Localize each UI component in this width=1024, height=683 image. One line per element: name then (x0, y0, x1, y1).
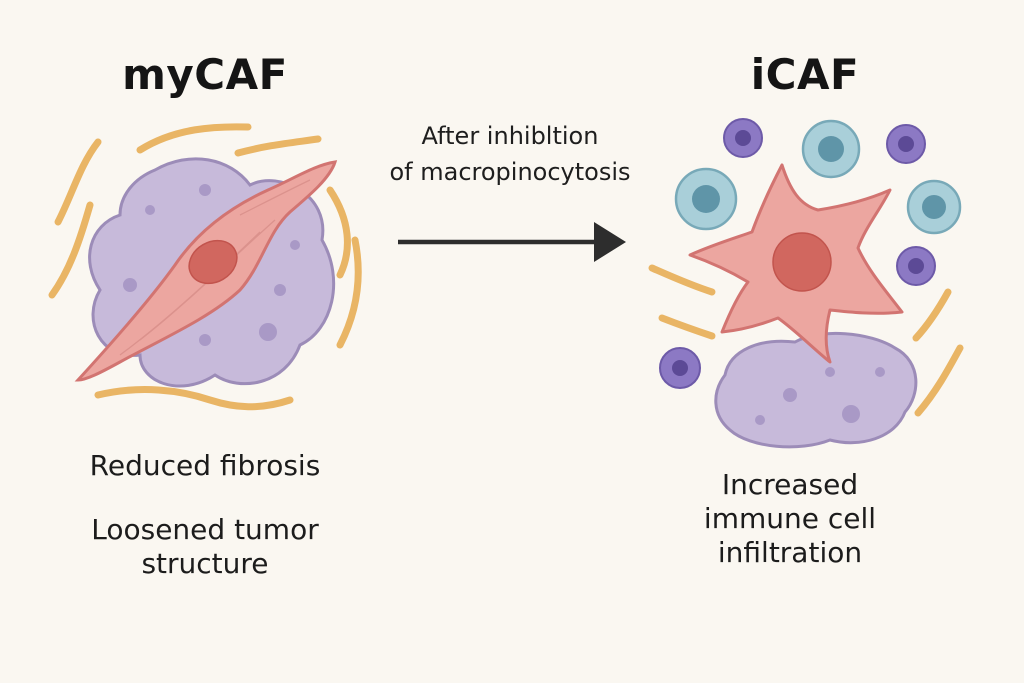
collagen-fiber (912, 288, 952, 342)
vesicle (755, 415, 765, 425)
arrow-label-line2: of macropinocytosis (389, 158, 631, 186)
mycaf-illustration (48, 123, 362, 411)
vesicle (875, 367, 885, 377)
vesicle (123, 278, 137, 292)
effect-loosened-structure: Loosened tumor structure (40, 513, 370, 581)
collagen-fibers-right (648, 264, 964, 417)
immune-cell-purple (896, 246, 936, 286)
vesicle (842, 405, 860, 423)
icaf-nucleus (772, 232, 832, 292)
effect-line: immune cell (703, 502, 877, 535)
collagen-fiber (136, 123, 252, 154)
collagen-fibers-left (48, 123, 362, 411)
vesicle (199, 334, 211, 346)
mycaf-title: myCAF (122, 50, 288, 99)
effect-line: structure (141, 547, 269, 580)
immune-cell-purple (659, 347, 701, 389)
immune-cell-purple (886, 124, 926, 164)
immune-cell-purple (723, 118, 763, 158)
effect-line: Increased (721, 468, 859, 501)
effect-line: infiltration (717, 536, 863, 569)
effect-reduced-fibrosis: Reduced fibrosis (40, 449, 370, 483)
immune-cells (659, 118, 962, 389)
immune-cell-teal (801, 119, 861, 179)
collagen-fiber (336, 236, 362, 349)
immune-cell-teal (906, 179, 962, 235)
vesicle (274, 284, 286, 296)
collagen-fiber (658, 314, 716, 340)
myofibroblast-nucleus (188, 239, 238, 285)
collagen-fiber (234, 135, 322, 157)
icaf-illustration (648, 118, 964, 449)
vesicle (199, 184, 211, 196)
collagen-fiber (914, 344, 964, 417)
transition-arrow (398, 222, 626, 262)
tumor-cell-right (714, 332, 918, 449)
vesicle (783, 388, 797, 402)
vesicle (259, 323, 277, 341)
vesicle (290, 240, 300, 250)
collagen-fiber (48, 201, 94, 299)
collagen-fiber (54, 138, 102, 226)
vesicle (145, 205, 155, 215)
collagen-fiber (648, 264, 716, 296)
arrow-label-line1: After inhibltion (421, 122, 599, 150)
immune-cell-teal (674, 167, 738, 231)
tumor-cell-vesicles-right (755, 367, 885, 425)
arrow-label: After inhibltion of macropinocytosis (350, 118, 670, 190)
vesicle (825, 367, 835, 377)
icaf-title: iCAF (750, 50, 860, 99)
effect-line: Reduced fibrosis (89, 449, 321, 482)
effect-line: Loosened tumor (91, 513, 319, 546)
collagen-fiber (326, 186, 351, 279)
effect-immune-infiltration: Increased immune cell infiltration (640, 468, 940, 570)
collagen-fiber (94, 386, 294, 411)
arrowhead-icon (594, 222, 626, 262)
